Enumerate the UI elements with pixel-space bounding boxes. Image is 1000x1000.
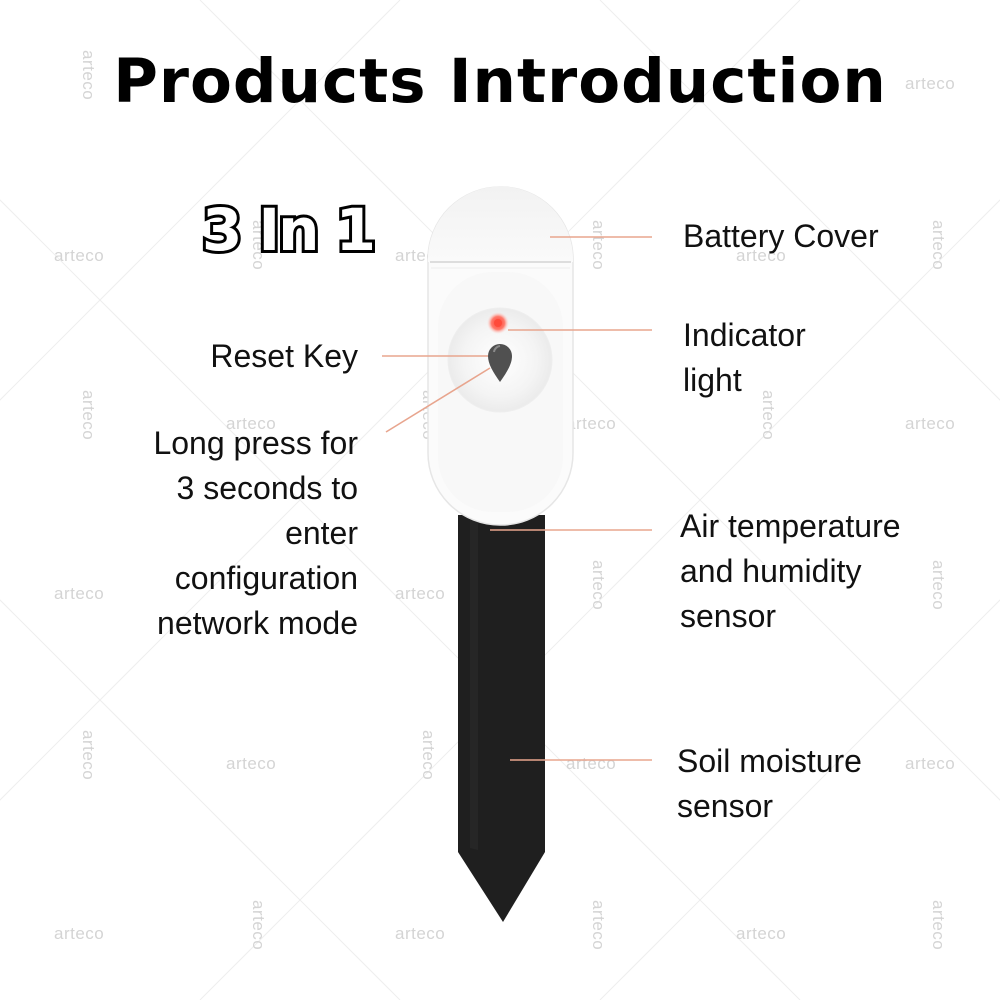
air-sensor-label-line1: Air temperature bbox=[680, 508, 901, 544]
soil-probe bbox=[458, 515, 545, 922]
soil-sensor-label: Soil moisture sensor bbox=[677, 739, 862, 829]
air-sensor-label-line2: and humidity bbox=[680, 553, 862, 589]
air-sensor-label: Air temperature and humidity sensor bbox=[680, 504, 901, 639]
long-press-line1: Long press for bbox=[153, 425, 358, 461]
long-press-leader-line bbox=[385, 367, 491, 433]
reset-key-label: Reset Key bbox=[210, 338, 358, 374]
long-press-line4: configuration bbox=[174, 560, 358, 596]
long-press-label: Long press for 3 seconds to enter config… bbox=[80, 421, 358, 646]
long-press-line3: enter bbox=[285, 515, 358, 551]
three-in-one-badge: 3 In 1 bbox=[199, 193, 379, 267]
soil-sensor-label-line1: Soil moisture bbox=[677, 743, 862, 779]
page-title: Products Introduction bbox=[113, 46, 887, 117]
indicator-light-label: Indicator light bbox=[683, 313, 806, 403]
long-press-line5: network mode bbox=[157, 605, 358, 641]
soil-sensor-label-line2: sensor bbox=[677, 788, 774, 824]
water-drop-icon bbox=[488, 344, 512, 382]
battery-cover bbox=[428, 186, 573, 262]
indicator-label-line1: Indicator bbox=[683, 317, 806, 353]
air-sensor-label-line3: sensor bbox=[680, 598, 777, 634]
battery-cover-label: Battery Cover bbox=[683, 218, 879, 254]
long-press-line2: 3 seconds to bbox=[176, 470, 358, 506]
indicator-label-line2: light bbox=[683, 362, 742, 398]
